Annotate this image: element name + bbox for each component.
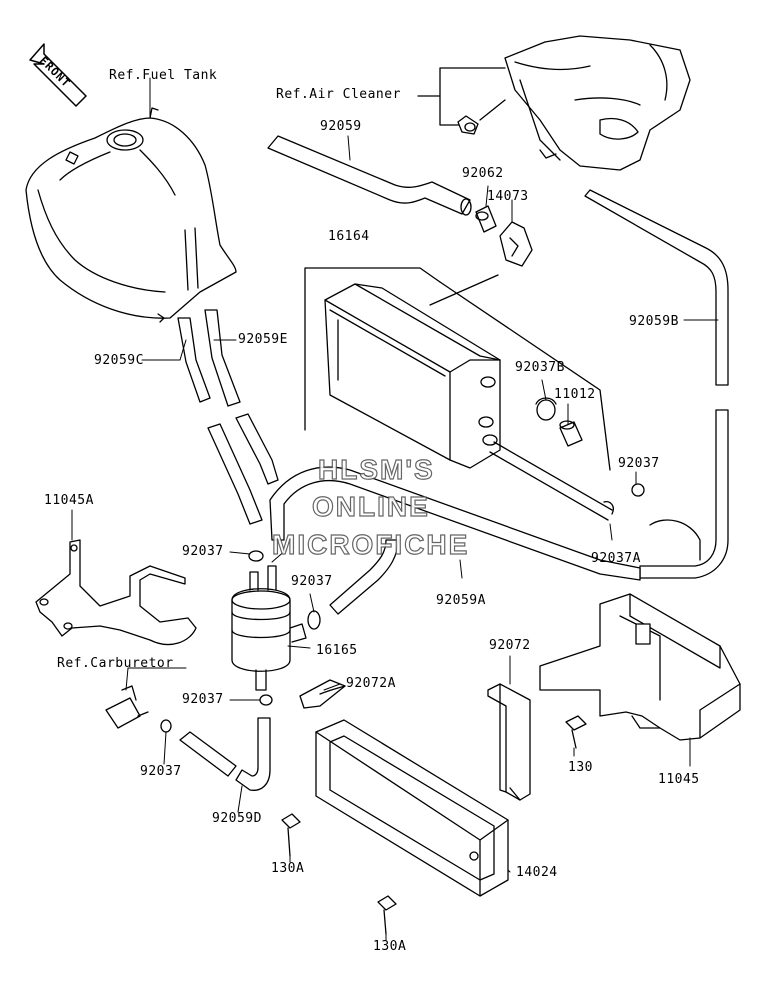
sleeve-92062 [475, 205, 497, 233]
label-92037b: 92037B [515, 360, 565, 375]
label-16164: 16164 [328, 229, 370, 244]
label-ref-fuel-tank: Ref.Fuel Tank [109, 68, 218, 83]
canister-16164 [324, 283, 501, 469]
bracket-92072 [487, 683, 531, 801]
label-92062: 92062 [462, 166, 504, 181]
watermark-line-1: HLSM'S [317, 454, 435, 485]
watermark-line-2: ONLINE [311, 491, 430, 522]
label-ref-carburetor: Ref.Carburetor [57, 656, 174, 671]
bolt-130 [565, 715, 587, 749]
air-cleaner [504, 35, 691, 171]
front-arrow-icon [29, 43, 87, 107]
cap-92037b [535, 397, 557, 421]
hose-fitting [457, 115, 479, 135]
label-92037-filter-right: 92037 [291, 574, 333, 589]
fuel-tank [25, 107, 237, 323]
label-130a-upper: 130A [271, 861, 305, 876]
label-130a-lower: 130A [373, 939, 407, 954]
label-92037-carb: 92037 [140, 764, 182, 779]
watermark-line-3: MICROFICHE [271, 529, 470, 560]
label-16165: 16165 [316, 643, 358, 658]
label-92059a: 92059A [436, 593, 486, 608]
hose-92059a [269, 466, 641, 581]
hose-92059d [179, 717, 271, 791]
label-92072: 92072 [489, 638, 531, 653]
label-92037-right: 92037 [618, 456, 660, 471]
hose-92059 [267, 135, 472, 216]
label-92037-filter-top: 92037 [182, 544, 224, 559]
bolt-130a [281, 813, 301, 857]
hose-short [329, 539, 399, 615]
label-92059: 92059 [320, 119, 362, 134]
label-92059d: 92059D [212, 811, 262, 826]
label-14073: 14073 [487, 189, 529, 204]
bracket-11045a [35, 539, 197, 645]
label-ref-air-cleaner: Ref.Air Cleaner [276, 87, 401, 102]
plug-11012 [559, 420, 583, 447]
label-11045a: 11045A [44, 493, 94, 508]
fuel-filter-16165 [231, 565, 307, 691]
label-92037a: 92037A [591, 551, 641, 566]
label-11045: 11045 [658, 772, 700, 787]
label-92059c: 92059C [94, 353, 144, 368]
label-11012: 11012 [554, 387, 596, 402]
carburetor-tee [105, 685, 149, 729]
leader-lines [71, 77, 719, 941]
bracket-14073 [499, 221, 533, 267]
label-92059e: 92059E [238, 332, 288, 347]
label-92059b: 92059B [629, 314, 679, 329]
clip-92072a [299, 679, 346, 709]
label-130: 130 [568, 760, 593, 775]
label-14024: 14024 [516, 865, 558, 880]
label-92037-filter-bottom: 92037 [182, 692, 224, 707]
bracket-11045 [539, 593, 741, 741]
bolt-130a-lower [377, 895, 397, 935]
cover-14024 [315, 719, 509, 897]
fuel-lines [177, 309, 279, 525]
label-92072a: 92072A [346, 676, 396, 691]
